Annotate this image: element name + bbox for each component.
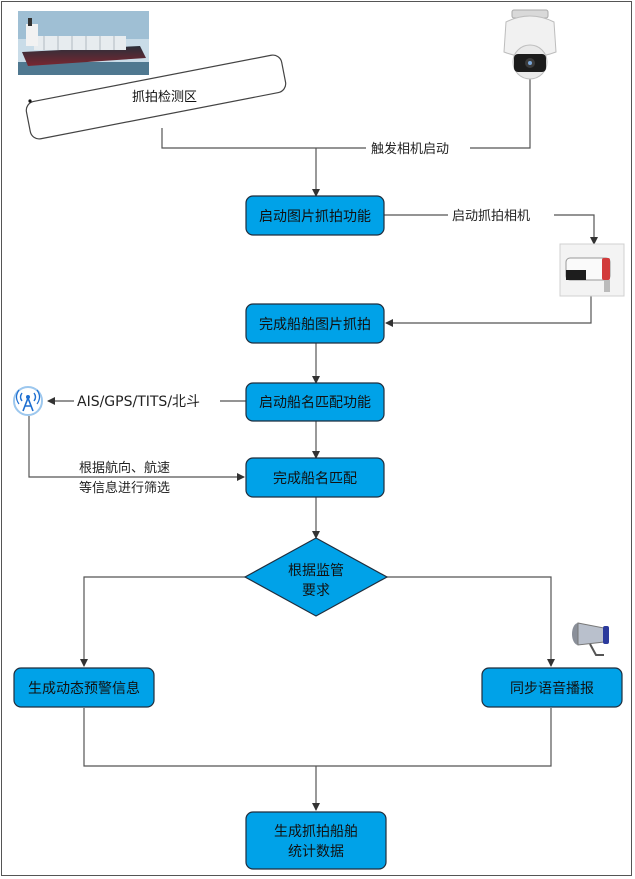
edge-antenna-to-match-done bbox=[28, 416, 245, 481]
node-start-capture: 启动图片抓拍功能 bbox=[245, 195, 385, 236]
node-capture-done-label: 完成船舶图片抓拍 bbox=[259, 317, 371, 333]
edge-label-start-camera: 启动抓拍相机 bbox=[452, 209, 530, 224]
node-capture-done: 完成船舶图片抓拍 bbox=[245, 303, 385, 344]
node-match-done: 完成船名匹配 bbox=[245, 457, 385, 498]
edge-decision-to-voice bbox=[387, 576, 555, 667]
edge-bullet-camera-to-capture-done bbox=[385, 296, 592, 327]
edge-label-filter-line2: 等信息进行筛选 bbox=[79, 480, 170, 496]
edge-label-trigger: 触发相机启动 bbox=[371, 141, 449, 157]
node-start-capture-label: 启动图片抓拍功能 bbox=[259, 209, 371, 225]
edge-label-sources: AIS/GPS/TITS/北斗 bbox=[77, 394, 200, 410]
megaphone-icon bbox=[572, 622, 609, 656]
node-stats-label-line2: 统计数据 bbox=[288, 844, 344, 860]
node-warning-label: 生成动态预警信息 bbox=[28, 680, 140, 697]
node-decision-label-line2: 要求 bbox=[302, 583, 330, 599]
capture-zone-label: 抓拍检测区 bbox=[132, 90, 197, 105]
node-start-match-label: 启动船名匹配功能 bbox=[259, 395, 371, 411]
ship-photo bbox=[18, 11, 149, 75]
edge-zone-to-junction bbox=[161, 128, 316, 149]
node-stats: 生成抓拍船舶 统计数据 bbox=[245, 811, 387, 870]
node-match-done-label: 完成船名匹配 bbox=[273, 471, 357, 487]
edge-camera-to-junction bbox=[316, 78, 531, 149]
node-decision: 根据监管 要求 bbox=[243, 537, 389, 617]
bullet-camera bbox=[559, 243, 625, 297]
node-voice: 同步语音播报 bbox=[481, 667, 623, 708]
node-start-match: 启动船名匹配功能 bbox=[245, 382, 385, 422]
edge-label-filter-line1: 根据航向、航速 bbox=[79, 460, 170, 476]
ptz-camera bbox=[503, 9, 557, 80]
node-voice-label: 同步语音播报 bbox=[510, 680, 594, 697]
capture-zone: 抓拍检测区 bbox=[25, 54, 287, 140]
edge-decision-to-warning bbox=[80, 576, 245, 667]
antenna-signal-icon bbox=[13, 386, 43, 416]
edge-voice-to-merge bbox=[316, 708, 552, 767]
node-decision-label-line1: 根据监管 bbox=[288, 563, 344, 579]
edge-warning-to-merge bbox=[83, 708, 316, 767]
node-warning: 生成动态预警信息 bbox=[13, 667, 155, 708]
node-stats-label-line1: 生成抓拍船舶 bbox=[274, 824, 358, 840]
